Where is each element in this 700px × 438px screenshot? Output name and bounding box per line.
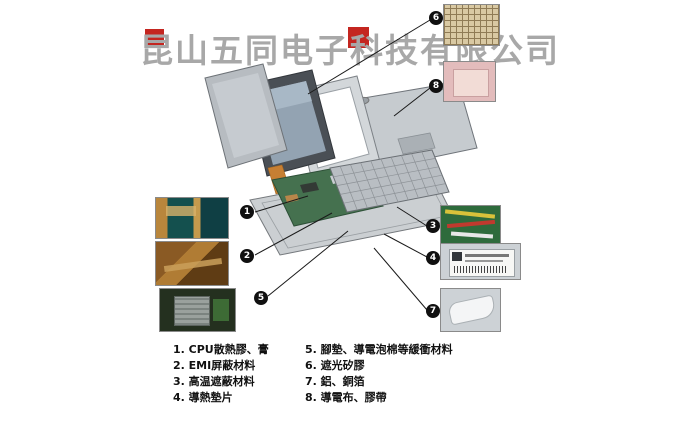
photo-item-8-conductive-cloth — [443, 61, 496, 102]
laptop-bottom-case-edge — [261, 171, 448, 249]
laptop-lid — [204, 63, 288, 169]
callout-8: 8 — [429, 79, 443, 93]
photo-detail — [453, 69, 489, 97]
photo-detail — [444, 209, 496, 219]
callout-6: 6 — [429, 11, 443, 25]
legend-item-7: 7. 鋁、銅箔 — [305, 375, 365, 388]
callout-2: 2 — [240, 249, 254, 263]
photo-detail — [163, 257, 223, 273]
legend-item-6: 6. 遮光矽膠 — [305, 359, 365, 372]
photo-item-4-thermal-pad — [440, 243, 521, 280]
photo-item-2-emi-shield — [155, 241, 229, 286]
lcd-rear-frame-cutout — [298, 86, 370, 169]
label-sticker — [449, 249, 515, 277]
motherboard — [271, 162, 384, 227]
photo-item-3-masking — [440, 205, 501, 245]
photo-detail — [447, 294, 497, 326]
legend-item-4: 4. 導熱墊片 — [173, 391, 233, 404]
connector — [285, 194, 299, 203]
keyboard — [329, 149, 450, 213]
photo-detail — [213, 299, 229, 321]
legend-item-2: 2. EMI屏蔽材料 — [173, 359, 256, 372]
photo-item-7-foil — [440, 288, 501, 332]
flex-cable — [267, 164, 291, 195]
photo-detail — [452, 252, 462, 261]
photo-detail — [446, 219, 496, 229]
photo-detail — [465, 260, 503, 262]
watermark-text: 昆山五同电子科技有限公司 — [140, 31, 560, 70]
callout-7: 7 — [426, 304, 440, 318]
lcd-rear-frame — [289, 75, 381, 181]
legend-item-8: 8. 導電布、膠帶 — [305, 391, 387, 404]
keyboard-keys — [333, 151, 446, 211]
shield-can — [330, 173, 347, 184]
legend-column-right: 5. 腳墊、導電泡棉等緩衝材料 6. 遮光矽膠 7. 鋁、銅箔 8. 導電布、膠… — [305, 342, 453, 406]
photo-item-6-silicone — [443, 4, 500, 46]
legend-column-left: 1. CPU散熱膠、膏 2. EMI屏蔽材料 3. 高温遮蔽材料 4. 導熱墊片 — [173, 342, 269, 406]
photo-detail — [465, 254, 509, 257]
callout-5: 5 — [254, 291, 268, 305]
legend-item-5: 5. 腳墊、導電泡棉等緩衝材料 — [305, 343, 453, 356]
lcd-panel — [244, 69, 336, 177]
callout-4: 4 — [426, 251, 440, 265]
photo-detail — [166, 206, 196, 216]
lcd-screen — [254, 81, 326, 165]
logo-stamp — [145, 29, 164, 48]
photo-detail — [450, 231, 494, 239]
callout-3: 3 — [426, 219, 440, 233]
laptop-bottom-case — [249, 165, 456, 256]
callout-1: 1 — [240, 205, 254, 219]
lcd-screen-sheen — [254, 81, 312, 113]
chip — [300, 182, 319, 193]
touchpad — [397, 132, 436, 155]
photo-item-5-cushion — [159, 288, 236, 332]
photo-detail — [174, 296, 210, 326]
photo-item-1-cpu-thermal — [155, 197, 229, 239]
hinge-left — [354, 96, 370, 106]
legend-item-3: 3. 高温遮蔽材料 — [173, 375, 255, 388]
laptop-lid-inner — [212, 73, 279, 158]
legend-item-1: 1. CPU散熱膠、膏 — [173, 343, 269, 356]
barcode — [454, 266, 508, 273]
